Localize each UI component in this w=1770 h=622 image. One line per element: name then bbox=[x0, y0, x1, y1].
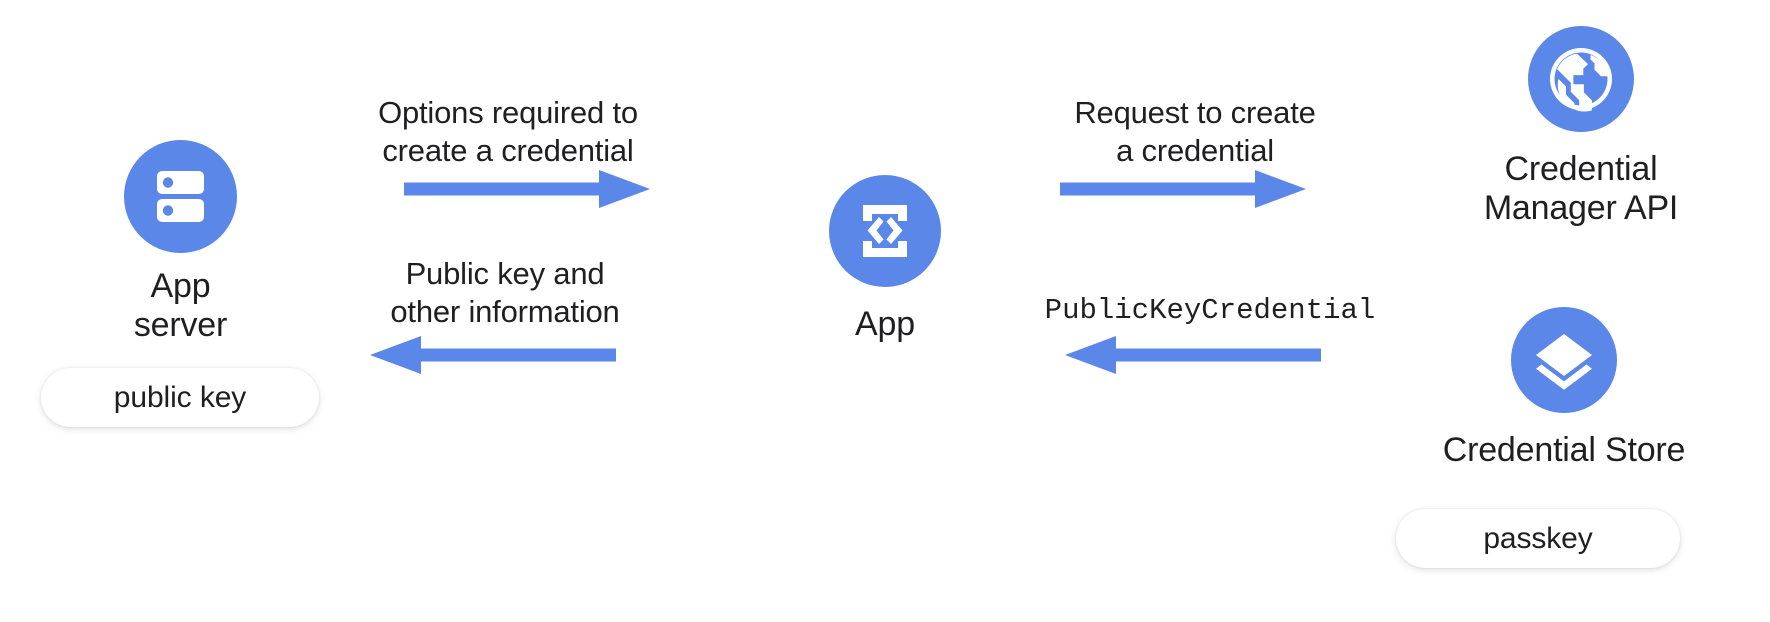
arrow-public-key-credential bbox=[1055, 334, 1321, 376]
arrow-label-request-to-create: Request to create a credential bbox=[1074, 95, 1316, 168]
arrow-options-required bbox=[404, 168, 650, 210]
node-app-server-label: App server bbox=[133, 267, 228, 344]
server-icon bbox=[124, 140, 237, 253]
node-credential-store-label: Credential Store bbox=[1442, 431, 1686, 469]
node-credential-manager-api: Credential Manager API bbox=[1456, 26, 1706, 228]
pill-public-key-label: public key bbox=[113, 380, 247, 414]
node-app-label: App bbox=[855, 305, 915, 343]
arrow-label-public-key-credential: PublicKeyCredential bbox=[1044, 294, 1376, 327]
pill-public-key: public key bbox=[41, 368, 319, 427]
node-app-server: App server bbox=[103, 140, 258, 345]
node-credential-manager-api-label: Credential Manager API bbox=[1483, 150, 1679, 227]
pill-passkey: passkey bbox=[1396, 509, 1680, 568]
mobile-code-icon bbox=[829, 175, 941, 287]
node-app: App bbox=[825, 175, 945, 344]
pill-passkey-label: passkey bbox=[1483, 521, 1593, 555]
arrow-public-key-and-other-information bbox=[360, 334, 616, 376]
arrow-label-options-required: Options required to create a credential bbox=[378, 95, 638, 168]
globe-icon bbox=[1528, 26, 1634, 132]
layers-icon bbox=[1511, 307, 1617, 413]
arrow-request-to-create bbox=[1060, 168, 1306, 210]
arrow-label-public-key-and-other-information: Public key and other information bbox=[390, 256, 620, 329]
node-credential-store: Credential Store bbox=[1434, 307, 1694, 470]
